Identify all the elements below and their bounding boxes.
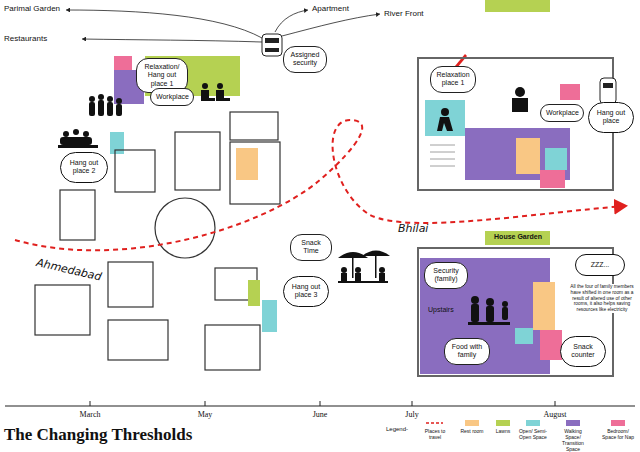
- legend-text: Rest room: [455, 428, 489, 434]
- legend-text: Bedroom/ Space for Nap: [601, 428, 635, 440]
- speech-bubble: Security (family): [424, 262, 468, 289]
- thought-cloud: Hang out place 3: [283, 276, 329, 307]
- speech-bubble: Relaxation place 1: [430, 66, 476, 93]
- bubble-text: Hang out place 3: [290, 283, 322, 300]
- bubble-text: Snack counter: [567, 343, 599, 360]
- month-label: August: [543, 410, 566, 420]
- legend-text: Lawns: [486, 428, 520, 434]
- speech-bubble: Assigned security: [283, 46, 327, 73]
- speech-bubble: Workplace: [150, 88, 194, 106]
- bubble-text: Relaxation/ Hang out place 1: [142, 63, 182, 88]
- month-label: June: [313, 410, 328, 420]
- thought-cloud: Hang out place: [588, 102, 634, 133]
- speech-bubble: Snack Time: [290, 234, 332, 261]
- city-label: Ahmedabad: [35, 256, 103, 284]
- place-label: Parimal Garden: [4, 4, 60, 14]
- area-label: Upstairs: [428, 306, 454, 314]
- bubble-text: Assigned security: [289, 51, 321, 68]
- bubble-text: Hang out place: [595, 109, 627, 126]
- bubble-text: Security (family): [430, 267, 462, 284]
- bubble-text: Workplace: [156, 93, 188, 101]
- legend-text: Walking Space/ Transition Space: [556, 428, 590, 452]
- car: [600, 78, 616, 104]
- bubble-text: Hang out place 2: [67, 159, 101, 176]
- city-label: Bhilai: [398, 222, 428, 235]
- month-label: May: [198, 410, 213, 420]
- legend-swatch: [611, 420, 625, 426]
- title-text: The Changing Thresholds: [4, 425, 192, 445]
- speech-bubble: Workplace: [540, 104, 584, 122]
- legend-swatch: [496, 420, 510, 426]
- place-label: Restaurants: [4, 34, 47, 44]
- place-label: Apartment: [312, 4, 349, 14]
- legend-swatch: [566, 420, 580, 426]
- bubble-text: Relaxation place 1: [436, 71, 470, 88]
- bubble-text: Workplace: [546, 109, 578, 117]
- month-label: March: [80, 410, 101, 420]
- area-label: House Garden: [487, 233, 549, 241]
- legend-text: Open/ Semi-Open Space: [516, 428, 550, 440]
- note-text: All the four of family members have shif…: [570, 284, 634, 313]
- bubble-text: Food with family: [450, 343, 484, 360]
- place-label: River Front: [384, 9, 424, 19]
- legend-line-sample: [426, 419, 444, 427]
- legend-swatch: [526, 420, 540, 426]
- thought-cloud: ZZZ...: [575, 254, 625, 276]
- legend-heading: Legend-: [386, 426, 408, 433]
- bubble-text: ZZZ...: [582, 261, 618, 269]
- car: [262, 34, 282, 56]
- thought-cloud: Snack counter: [560, 336, 606, 367]
- legend-text: Places to travel: [418, 428, 452, 440]
- bubble-text: Snack Time: [296, 239, 326, 256]
- thought-cloud: Hang out place 2: [60, 152, 108, 183]
- month-label: July: [405, 410, 418, 420]
- speech-bubble: Food with family: [444, 338, 490, 365]
- legend-swatch: [465, 420, 479, 426]
